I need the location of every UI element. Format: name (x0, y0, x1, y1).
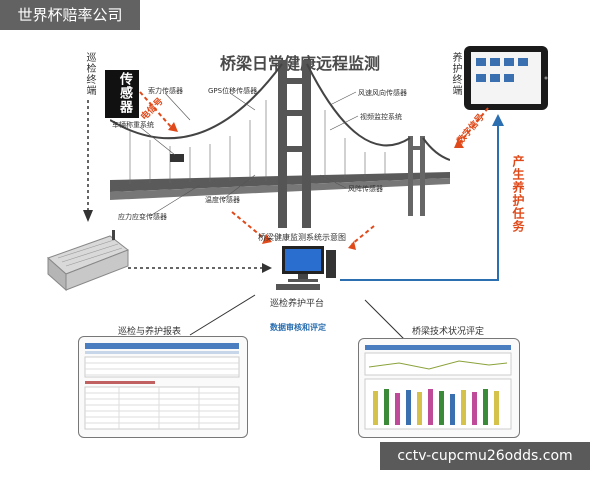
data-review-label: 数据审核和评定 (270, 323, 326, 332)
label-vehicle: 车辆称重系统 (112, 121, 154, 129)
sensor-box: 传感器 (105, 70, 139, 118)
condition-rating-panel (358, 338, 520, 438)
tablet-icon (464, 46, 548, 110)
platform-label: 巡检养护平台 (270, 299, 325, 309)
bridge-illustration (110, 60, 450, 228)
label-cable-force: 索力传感器 (148, 87, 183, 95)
condition-rating-thumbnail (364, 345, 512, 430)
label-wind: 风速风向传感器 (358, 89, 407, 97)
left-terminal-label: 巡检终端 (84, 52, 95, 96)
label-wind2: 风阵传感器 (348, 185, 383, 193)
left-down-arrow (83, 100, 93, 222)
label-video: 视频监控系统 (360, 113, 402, 121)
corner-badge: 世界杯赔率公司 (0, 0, 140, 30)
inspection-report-thumbnail (84, 343, 240, 430)
diagram-title: 桥梁日常健康远程监测 (219, 54, 380, 73)
generate-task-label: 产生养护任务 (511, 155, 525, 233)
watermark-bar: cctv-cupcmu26odds.com (380, 442, 590, 470)
schematic-label: 桥梁健康监测系统示意图 (258, 233, 346, 242)
label-strain: 应力应变传感器 (118, 213, 167, 221)
left-panel-label: 巡检与养护报表 (118, 327, 182, 337)
right-panel-label: 桥梁技术状况评定 (412, 327, 485, 337)
inspection-report-panel (78, 336, 248, 438)
data-acquisition-device (47, 230, 130, 292)
label-temperature: 温度传感器 (205, 196, 240, 204)
right-terminal-label: 养护终端 (450, 52, 461, 96)
computer-icon (276, 246, 336, 290)
label-gps: GPS位移传感器 (208, 87, 258, 95)
